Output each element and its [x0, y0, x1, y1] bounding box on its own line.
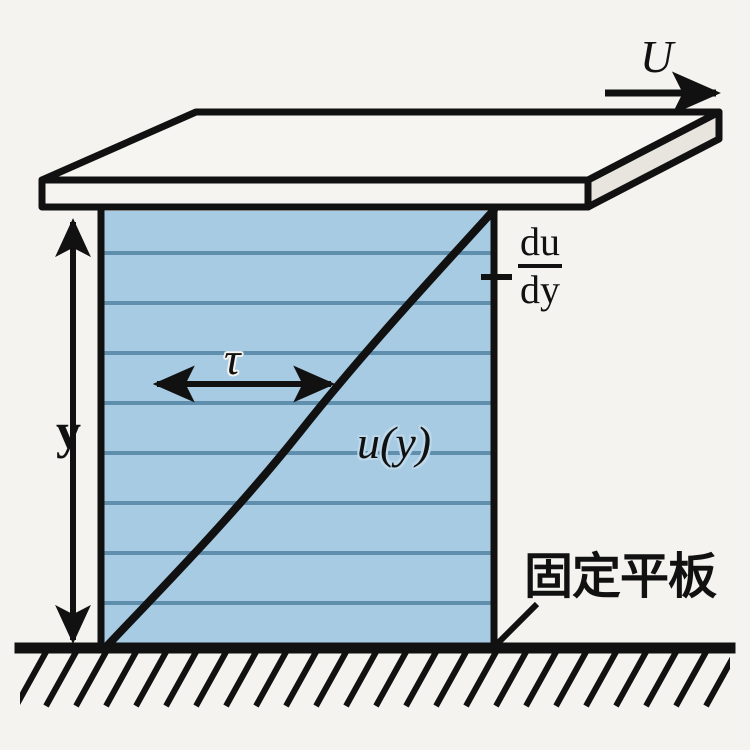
label-velocity-gradient: du dy [518, 219, 562, 312]
moving-upper-plate [38, 108, 723, 211]
ground-hatching [20, 650, 730, 708]
label-velocity-profile: u(y) [357, 417, 432, 468]
fraction-bar [518, 263, 562, 268]
label-distance-y: y [56, 403, 81, 459]
fixed-plate-leader-line [490, 601, 540, 651]
gradient-numerator: du [520, 219, 560, 264]
fluid-layer-lines [100, 251, 495, 605]
label-shear-stress-tau: τ [224, 333, 241, 384]
label-fixed-plate: 固定平板 [524, 548, 717, 605]
fixed-plate-ground [14, 642, 736, 708]
velocity-profile-curve [103, 206, 498, 650]
label-upper-plate-velocity: U [640, 31, 674, 82]
plate-front-face [38, 176, 592, 211]
gradient-denominator: dy [520, 266, 560, 312]
